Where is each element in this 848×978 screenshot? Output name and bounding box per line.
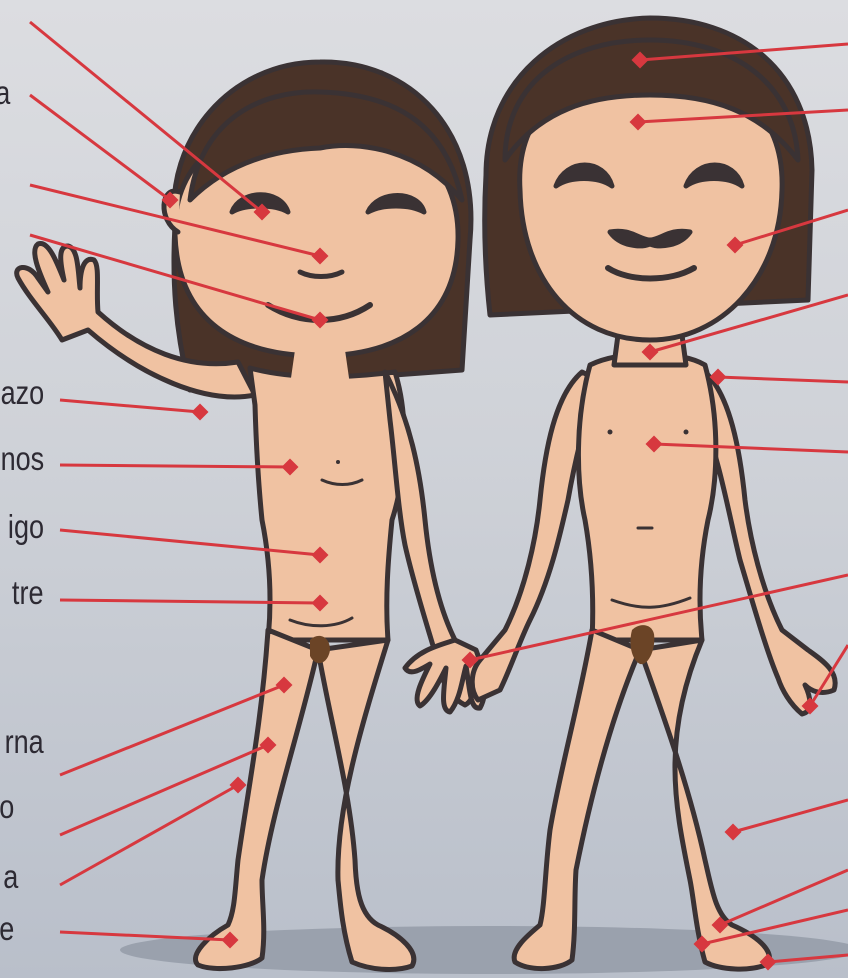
label-tobillo: a — [3, 860, 18, 893]
label-oreja: a — [0, 76, 10, 109]
label-rodilla: o — [0, 790, 14, 823]
pointer-line-brazo — [60, 400, 200, 412]
label-brazo: azo — [0, 376, 44, 409]
man-figure — [472, 18, 835, 969]
pointer-line-pierna-hombre — [733, 800, 848, 832]
marker-brazo — [192, 404, 209, 421]
man-nipple-left — [608, 430, 613, 435]
man-arm-right — [700, 372, 835, 714]
man-leg-right — [640, 640, 769, 969]
woman-torso — [250, 368, 404, 640]
pointer-line-hombro — [718, 377, 848, 382]
label-pie: e — [0, 912, 14, 945]
pointer-line-pierna — [60, 685, 284, 775]
marker-pierna-hombre — [725, 824, 742, 841]
woman-navel — [336, 460, 340, 464]
label-senos: nos — [0, 442, 44, 475]
marker-tobillo — [230, 777, 247, 794]
woman-neck — [290, 350, 350, 385]
label-pierna: rna — [5, 725, 44, 758]
man-leg-left — [514, 630, 640, 969]
label-vientre: tre — [12, 576, 44, 609]
man-nipple-right — [684, 430, 689, 435]
woman-leg-right — [318, 640, 414, 969]
pointer-line-oreja — [30, 95, 170, 200]
pointer-line-senos — [60, 465, 290, 467]
man-torso — [578, 354, 715, 640]
label-ombligo: igo — [8, 510, 44, 543]
pointer-line-tobillo-hombre — [720, 870, 848, 925]
pointer-line-tobillo — [60, 785, 238, 885]
